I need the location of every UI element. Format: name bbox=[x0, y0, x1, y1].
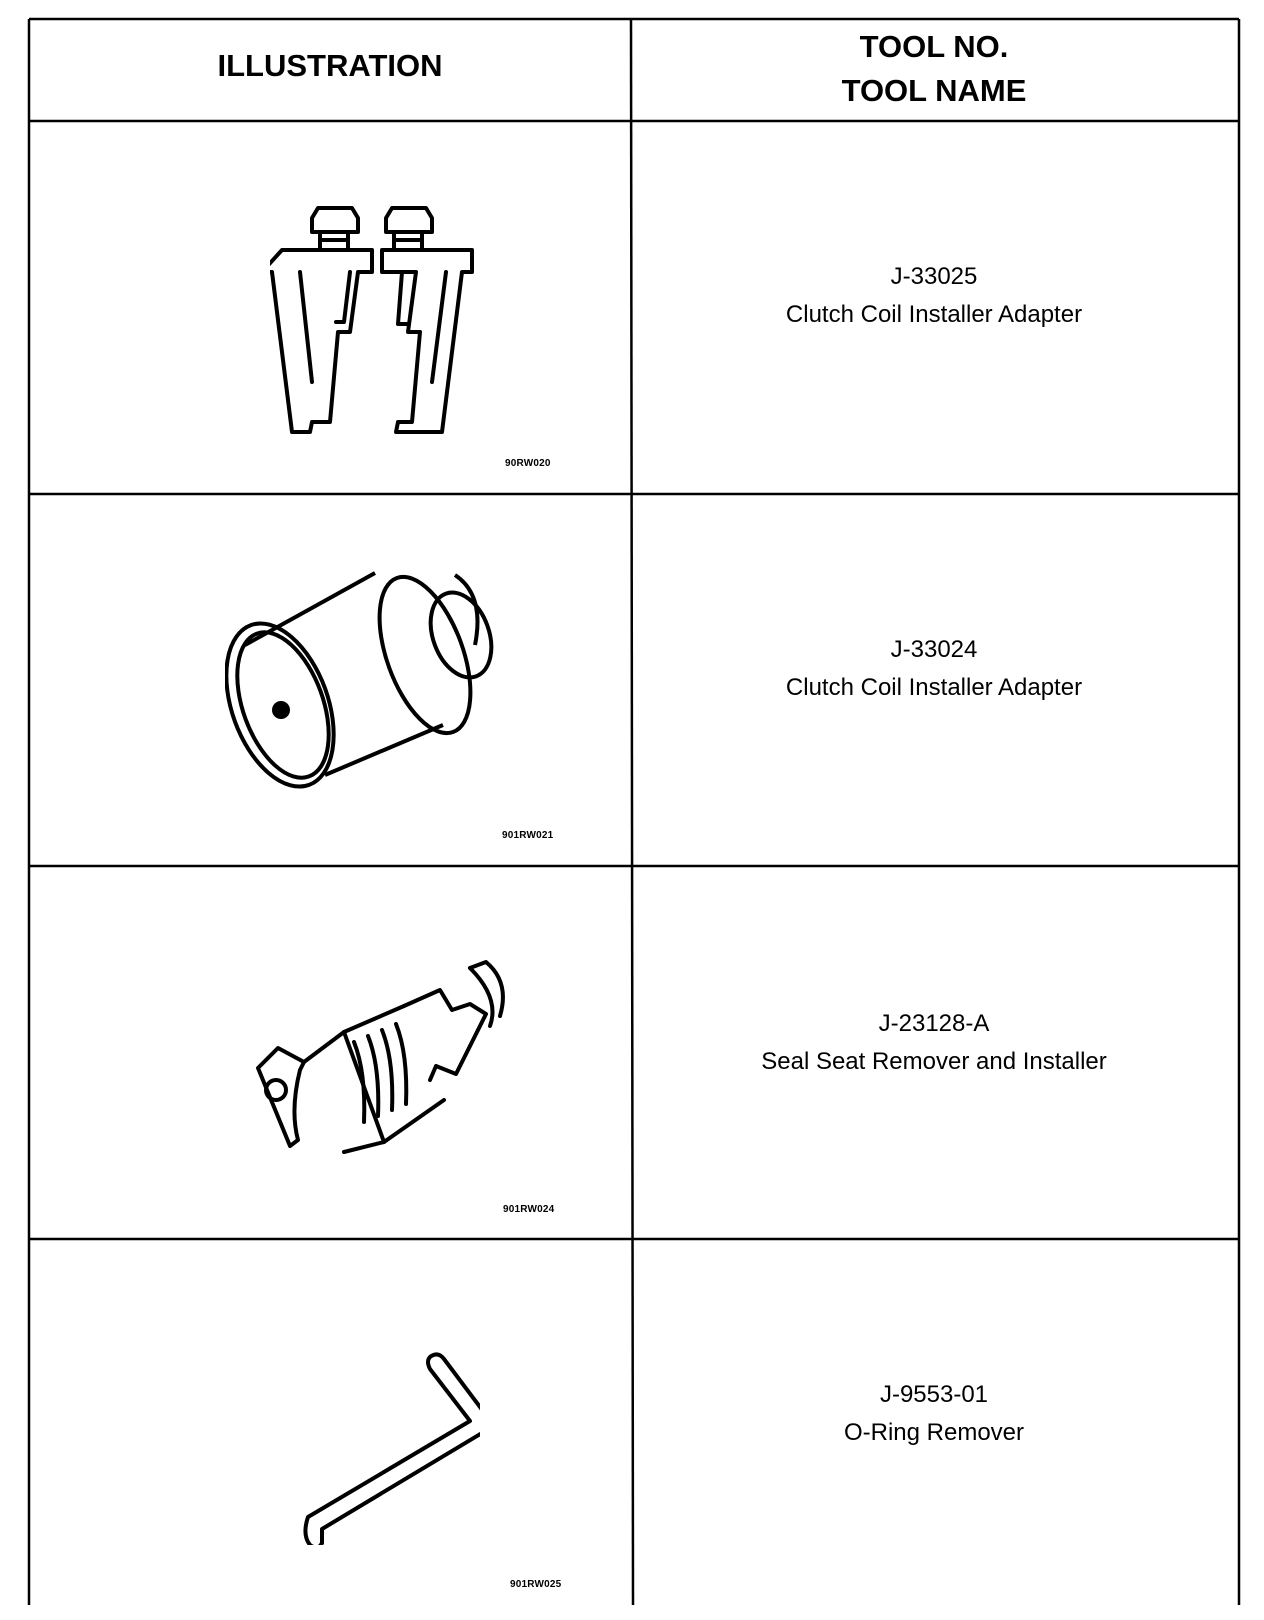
tool-name: O-Ring Remover bbox=[843, 1419, 1025, 1446]
tool-number: J-23128-A bbox=[878, 1010, 990, 1037]
tool-info: J-9553-01 O-Ring Remover bbox=[632, 1376, 1236, 1452]
tool-info: J-33024 Clutch Coil Installer Adapter bbox=[632, 631, 1236, 707]
tool-number: J-33024 bbox=[890, 636, 978, 663]
tool-number: J-9553-01 bbox=[879, 1381, 989, 1408]
seal-seat-tool-icon bbox=[256, 960, 505, 1154]
header-tool-no: TOOL NO. bbox=[859, 29, 1009, 64]
cylinder-adapter-icon bbox=[225, 571, 494, 789]
figure-code: 901RW024 bbox=[503, 1204, 555, 1215]
header-tool: TOOL NO. TOOL NAME bbox=[632, 25, 1236, 113]
tool-name: Seal Seat Remover and Installer bbox=[761, 1048, 1107, 1075]
figure-code: 901RW025 bbox=[510, 1579, 562, 1590]
tool-name: Clutch Coil Installer Adapter bbox=[785, 301, 1083, 328]
header-tool-name: TOOL NAME bbox=[841, 73, 1027, 108]
header-illustration: ILLUSTRATION bbox=[217, 48, 443, 83]
figure-code: 901RW021 bbox=[502, 830, 554, 841]
o-ring-hook-icon bbox=[303, 1352, 480, 1545]
tool-name: Clutch Coil Installer Adapter bbox=[785, 674, 1083, 701]
tool-info: J-23128-A Seal Seat Remover and Installe… bbox=[632, 1005, 1236, 1081]
figure-code: 90RW020 bbox=[505, 458, 551, 469]
tool-number: J-33025 bbox=[890, 263, 978, 290]
clamp-jaws-icon bbox=[270, 206, 474, 434]
tool-info: J-33025 Clutch Coil Installer Adapter bbox=[632, 258, 1236, 334]
